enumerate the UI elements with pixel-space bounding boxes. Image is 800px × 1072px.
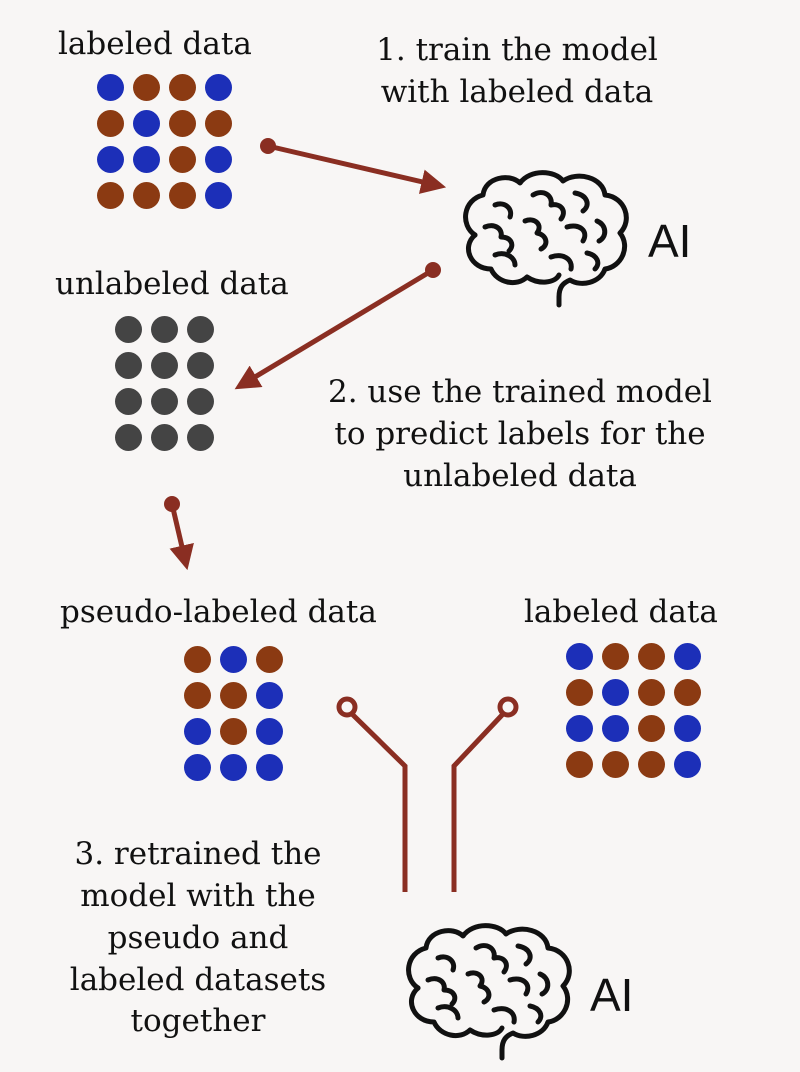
step-1-line-2: with labeled data bbox=[380, 73, 654, 110]
brain-icon-top bbox=[463, 170, 629, 308]
brown-data-point bbox=[133, 74, 160, 101]
gray-data-point bbox=[151, 352, 178, 379]
blue-data-point bbox=[184, 754, 211, 781]
connector-left bbox=[336, 696, 408, 892]
blue-data-point bbox=[602, 715, 629, 742]
arrow-train bbox=[260, 138, 447, 194]
brown-data-point bbox=[674, 679, 701, 706]
step-3-line-5: together bbox=[130, 1003, 266, 1040]
brown-data-point bbox=[638, 643, 665, 670]
step-1-line-1: 1. train the model bbox=[376, 32, 658, 68]
gray-data-point bbox=[187, 424, 214, 451]
gray-data-point bbox=[151, 316, 178, 343]
brown-data-point bbox=[220, 682, 247, 709]
brown-data-point bbox=[169, 146, 196, 173]
brown-data-point bbox=[256, 646, 283, 673]
step-3-line-2: model with the bbox=[80, 877, 316, 914]
brown-data-point bbox=[205, 110, 232, 137]
step-2-line-1: 2. use the trained model bbox=[328, 374, 712, 410]
pseudo-labeled-data-title: pseudo-labeled data bbox=[60, 594, 377, 630]
ai-label-bottom: AI bbox=[590, 969, 634, 1021]
blue-data-point bbox=[566, 715, 593, 742]
blue-data-point bbox=[256, 754, 283, 781]
unlabeled-data-title: unlabeled data bbox=[55, 266, 289, 302]
blue-data-point bbox=[97, 74, 124, 101]
blue-data-point bbox=[256, 682, 283, 709]
blue-data-point bbox=[184, 718, 211, 745]
step-3-text: 3. retrained the model with the pseudo a… bbox=[48, 834, 348, 1043]
step-2-line-3: unlabeled data bbox=[403, 457, 637, 494]
blue-data-point bbox=[602, 679, 629, 706]
brain-icon-bottom bbox=[406, 923, 572, 1061]
brown-data-point bbox=[184, 682, 211, 709]
arrow-pseudo-label bbox=[164, 496, 194, 571]
brown-data-point bbox=[184, 646, 211, 673]
brown-data-point bbox=[566, 679, 593, 706]
blue-data-point bbox=[205, 146, 232, 173]
pseudo-labeled-data-grid bbox=[184, 646, 283, 781]
brown-data-point bbox=[638, 715, 665, 742]
blue-data-point bbox=[220, 754, 247, 781]
gray-data-point bbox=[115, 352, 142, 379]
gray-data-point bbox=[187, 352, 214, 379]
blue-data-point bbox=[674, 751, 701, 778]
gray-data-point bbox=[151, 388, 178, 415]
blue-data-point bbox=[220, 646, 247, 673]
brown-data-point bbox=[602, 643, 629, 670]
gray-data-point bbox=[115, 388, 142, 415]
step-3-line-4: labeled datasets bbox=[69, 961, 327, 998]
connector-right bbox=[451, 696, 519, 892]
blue-data-point bbox=[674, 643, 701, 670]
step-3-line-3: pseudo and bbox=[107, 919, 289, 956]
blue-data-point bbox=[205, 182, 232, 209]
blue-data-point bbox=[133, 110, 160, 137]
gray-data-point bbox=[115, 424, 142, 451]
step-1-text: 1. train the model with labeled data bbox=[362, 30, 672, 114]
labeled-data-top-title: labeled data bbox=[58, 26, 252, 62]
blue-data-point bbox=[566, 643, 593, 670]
gray-data-point bbox=[115, 316, 142, 343]
brown-data-point bbox=[133, 182, 160, 209]
blue-data-point bbox=[133, 146, 160, 173]
gray-data-point bbox=[187, 388, 214, 415]
brown-data-point bbox=[638, 679, 665, 706]
brown-data-point bbox=[169, 110, 196, 137]
brown-data-point bbox=[638, 751, 665, 778]
brown-data-point bbox=[169, 182, 196, 209]
labeled-data-grid-right bbox=[566, 643, 701, 778]
labeled-data-right-title: labeled data bbox=[524, 594, 718, 630]
labeled-data-grid-top bbox=[97, 74, 232, 209]
gray-data-point bbox=[151, 424, 178, 451]
blue-data-point bbox=[674, 715, 701, 742]
brown-data-point bbox=[169, 74, 196, 101]
blue-data-point bbox=[256, 718, 283, 745]
ai-label-top: AI bbox=[648, 215, 692, 267]
step-2-line-2: to predict labels for the bbox=[334, 415, 706, 452]
brown-data-point bbox=[602, 751, 629, 778]
gray-data-point bbox=[187, 316, 214, 343]
brown-data-point bbox=[97, 182, 124, 209]
brown-data-point bbox=[566, 751, 593, 778]
unlabeled-data-grid bbox=[115, 316, 214, 451]
blue-data-point bbox=[97, 146, 124, 173]
brown-data-point bbox=[97, 110, 124, 137]
step-3-line-1: 3. retrained the bbox=[74, 836, 322, 872]
blue-data-point bbox=[205, 74, 232, 101]
brown-data-point bbox=[220, 718, 247, 745]
step-2-text: 2. use the trained model to predict labe… bbox=[305, 372, 735, 498]
